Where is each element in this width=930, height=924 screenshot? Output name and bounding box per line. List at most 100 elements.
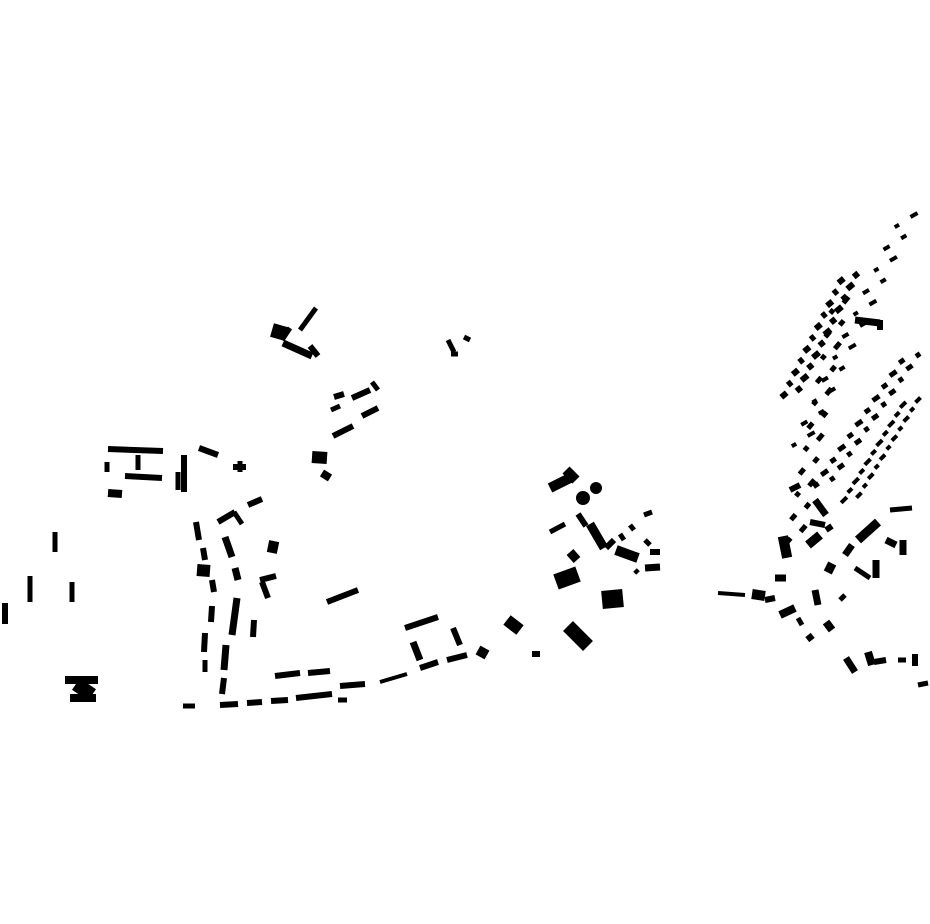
building [259, 580, 271, 600]
building [813, 321, 823, 331]
building [864, 650, 876, 667]
building [219, 677, 227, 695]
building [566, 549, 581, 563]
building [462, 334, 472, 343]
building [808, 333, 817, 342]
building [880, 401, 888, 409]
building [297, 306, 319, 332]
building [717, 591, 746, 597]
building [805, 531, 823, 549]
building [586, 521, 608, 551]
building [819, 468, 830, 477]
building [643, 509, 653, 518]
building [379, 672, 408, 684]
building [845, 450, 853, 458]
building [764, 595, 776, 603]
building [208, 605, 215, 623]
building [836, 276, 846, 286]
building [854, 316, 881, 327]
building [281, 339, 314, 360]
building [861, 288, 871, 296]
building [831, 354, 839, 361]
building [863, 457, 872, 467]
building [788, 482, 802, 493]
building [325, 587, 360, 605]
building [884, 536, 898, 549]
building [902, 415, 911, 423]
building [279, 326, 293, 342]
building [246, 496, 264, 508]
building [854, 518, 882, 544]
building [785, 379, 794, 388]
building [603, 537, 617, 551]
building [888, 369, 898, 378]
building [820, 410, 829, 419]
building [794, 490, 802, 498]
building [861, 482, 869, 489]
building [853, 437, 863, 446]
building [888, 255, 898, 263]
building [866, 472, 875, 481]
building [828, 316, 838, 325]
building [869, 448, 878, 456]
building [219, 701, 239, 708]
building [897, 425, 904, 432]
building [807, 478, 817, 488]
building [811, 350, 821, 360]
building [873, 266, 880, 273]
building [259, 573, 277, 583]
building [843, 656, 858, 674]
building [832, 341, 842, 351]
building [852, 310, 859, 317]
building [643, 538, 652, 547]
building [836, 462, 846, 471]
building [887, 388, 897, 397]
building [917, 680, 929, 688]
building [820, 311, 828, 319]
building [806, 430, 816, 438]
building [806, 421, 815, 431]
building [851, 270, 861, 280]
building [590, 482, 602, 494]
building [809, 519, 826, 528]
building [838, 593, 847, 602]
building [870, 412, 880, 421]
building [806, 362, 815, 371]
building [829, 364, 837, 373]
building [319, 469, 333, 482]
building [311, 451, 328, 464]
building [820, 375, 829, 383]
building [250, 619, 257, 638]
building [817, 339, 826, 348]
building [295, 691, 333, 701]
building [644, 563, 661, 572]
building [842, 542, 855, 558]
building [871, 393, 881, 403]
building [846, 431, 855, 440]
building [878, 453, 887, 462]
building [898, 400, 908, 410]
building [833, 304, 844, 315]
building [228, 597, 241, 636]
building [614, 545, 640, 563]
building [841, 295, 851, 305]
building [360, 405, 380, 419]
building [854, 418, 864, 428]
building [794, 385, 804, 394]
building [819, 353, 827, 361]
building [897, 357, 906, 365]
building [333, 391, 345, 400]
building [858, 321, 867, 328]
building [811, 589, 822, 606]
building [633, 568, 640, 575]
building [890, 434, 899, 442]
building [885, 444, 892, 451]
building [802, 344, 812, 354]
building [824, 523, 834, 533]
building [805, 632, 815, 643]
building [802, 445, 810, 453]
building [800, 419, 809, 427]
building [812, 497, 829, 518]
building [839, 495, 849, 505]
